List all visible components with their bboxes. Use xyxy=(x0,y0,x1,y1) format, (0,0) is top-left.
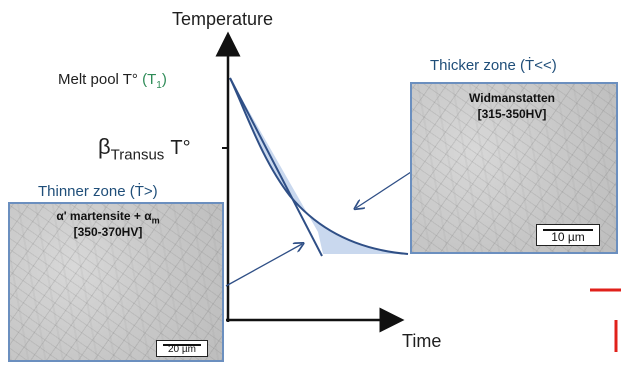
thinner-zone-arrow xyxy=(225,244,302,287)
slow-cooling-curve xyxy=(229,77,409,255)
thicker-zone-title: Thicker zone (Ṫ<<) xyxy=(430,57,557,74)
melt-pool-text: Melt pool T° xyxy=(58,71,138,88)
melt-pool-label: Melt pool T° (T1) xyxy=(58,72,167,91)
beta-transus-label: βTransus T° xyxy=(98,134,191,164)
thicker-zone-micrograph: Widmanstatten [315-350HV] 10 µm xyxy=(410,82,618,254)
beta-subscript: Transus xyxy=(110,146,165,164)
thicker-zone-arrow xyxy=(356,171,412,208)
cooling-rate-shaded-region xyxy=(230,78,408,254)
y-axis-label: Temperature xyxy=(172,9,274,29)
thinner-zone-title: Thinner zone (Ṫ>) xyxy=(38,183,158,200)
x-axis-label: Time xyxy=(402,331,442,351)
thicker-zone-hardness: [315-350HV] xyxy=(477,107,547,121)
thinner-zone-micrograph: α' martensite + αm [350-370HV] 20 µm xyxy=(8,202,224,362)
fast-cooling-curve xyxy=(229,77,323,257)
thinner-zone-phase: α' martensite + αm xyxy=(56,209,160,226)
melt-pool-symbol: (T1) xyxy=(142,71,167,91)
thinner-zone-hardness: [350-370HV] xyxy=(73,225,143,239)
beta-symbol: β xyxy=(98,134,111,159)
thinner-zone-scale-bar: 20 µm xyxy=(156,340,208,357)
thicker-zone-scale-bar: 10 µm xyxy=(536,224,600,246)
beta-suffix: T° xyxy=(170,137,191,159)
thicker-zone-phase: Widmanstatten xyxy=(469,91,555,105)
